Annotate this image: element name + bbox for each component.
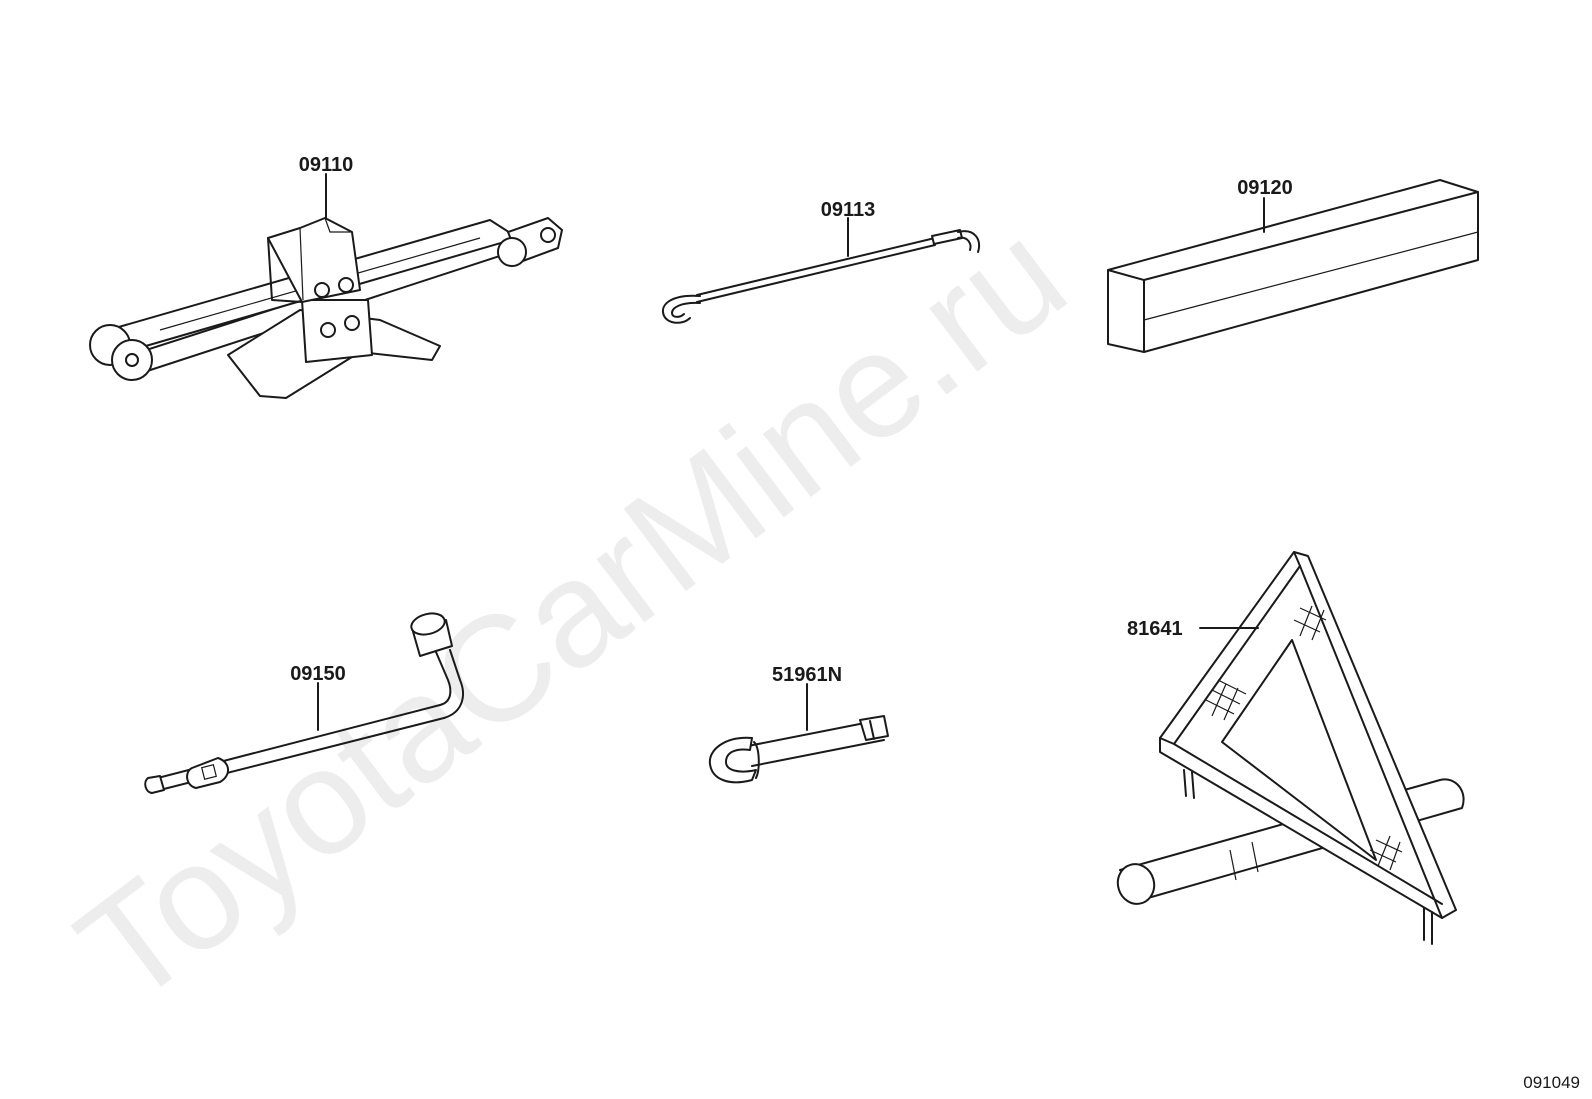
lug-wrench-drawing (144, 612, 464, 794)
warning-triangle-drawing (1116, 551, 1465, 945)
towing-eye-drawing (708, 683, 889, 784)
part-label-09113: 09113 (821, 199, 876, 221)
part-label-09110: 09110 (299, 154, 354, 176)
figure-reference: 091049 (1523, 1073, 1580, 1092)
part-label-51961N: 51961N (772, 664, 842, 686)
hook-rod-drawing (661, 217, 980, 324)
part-label-81641: 81641 (1127, 618, 1183, 640)
part-label-09120: 09120 (1237, 177, 1293, 199)
part-label-09150: 09150 (290, 663, 346, 685)
wood-block-drawing (1107, 179, 1479, 353)
scissor-jack-drawing (89, 173, 563, 399)
